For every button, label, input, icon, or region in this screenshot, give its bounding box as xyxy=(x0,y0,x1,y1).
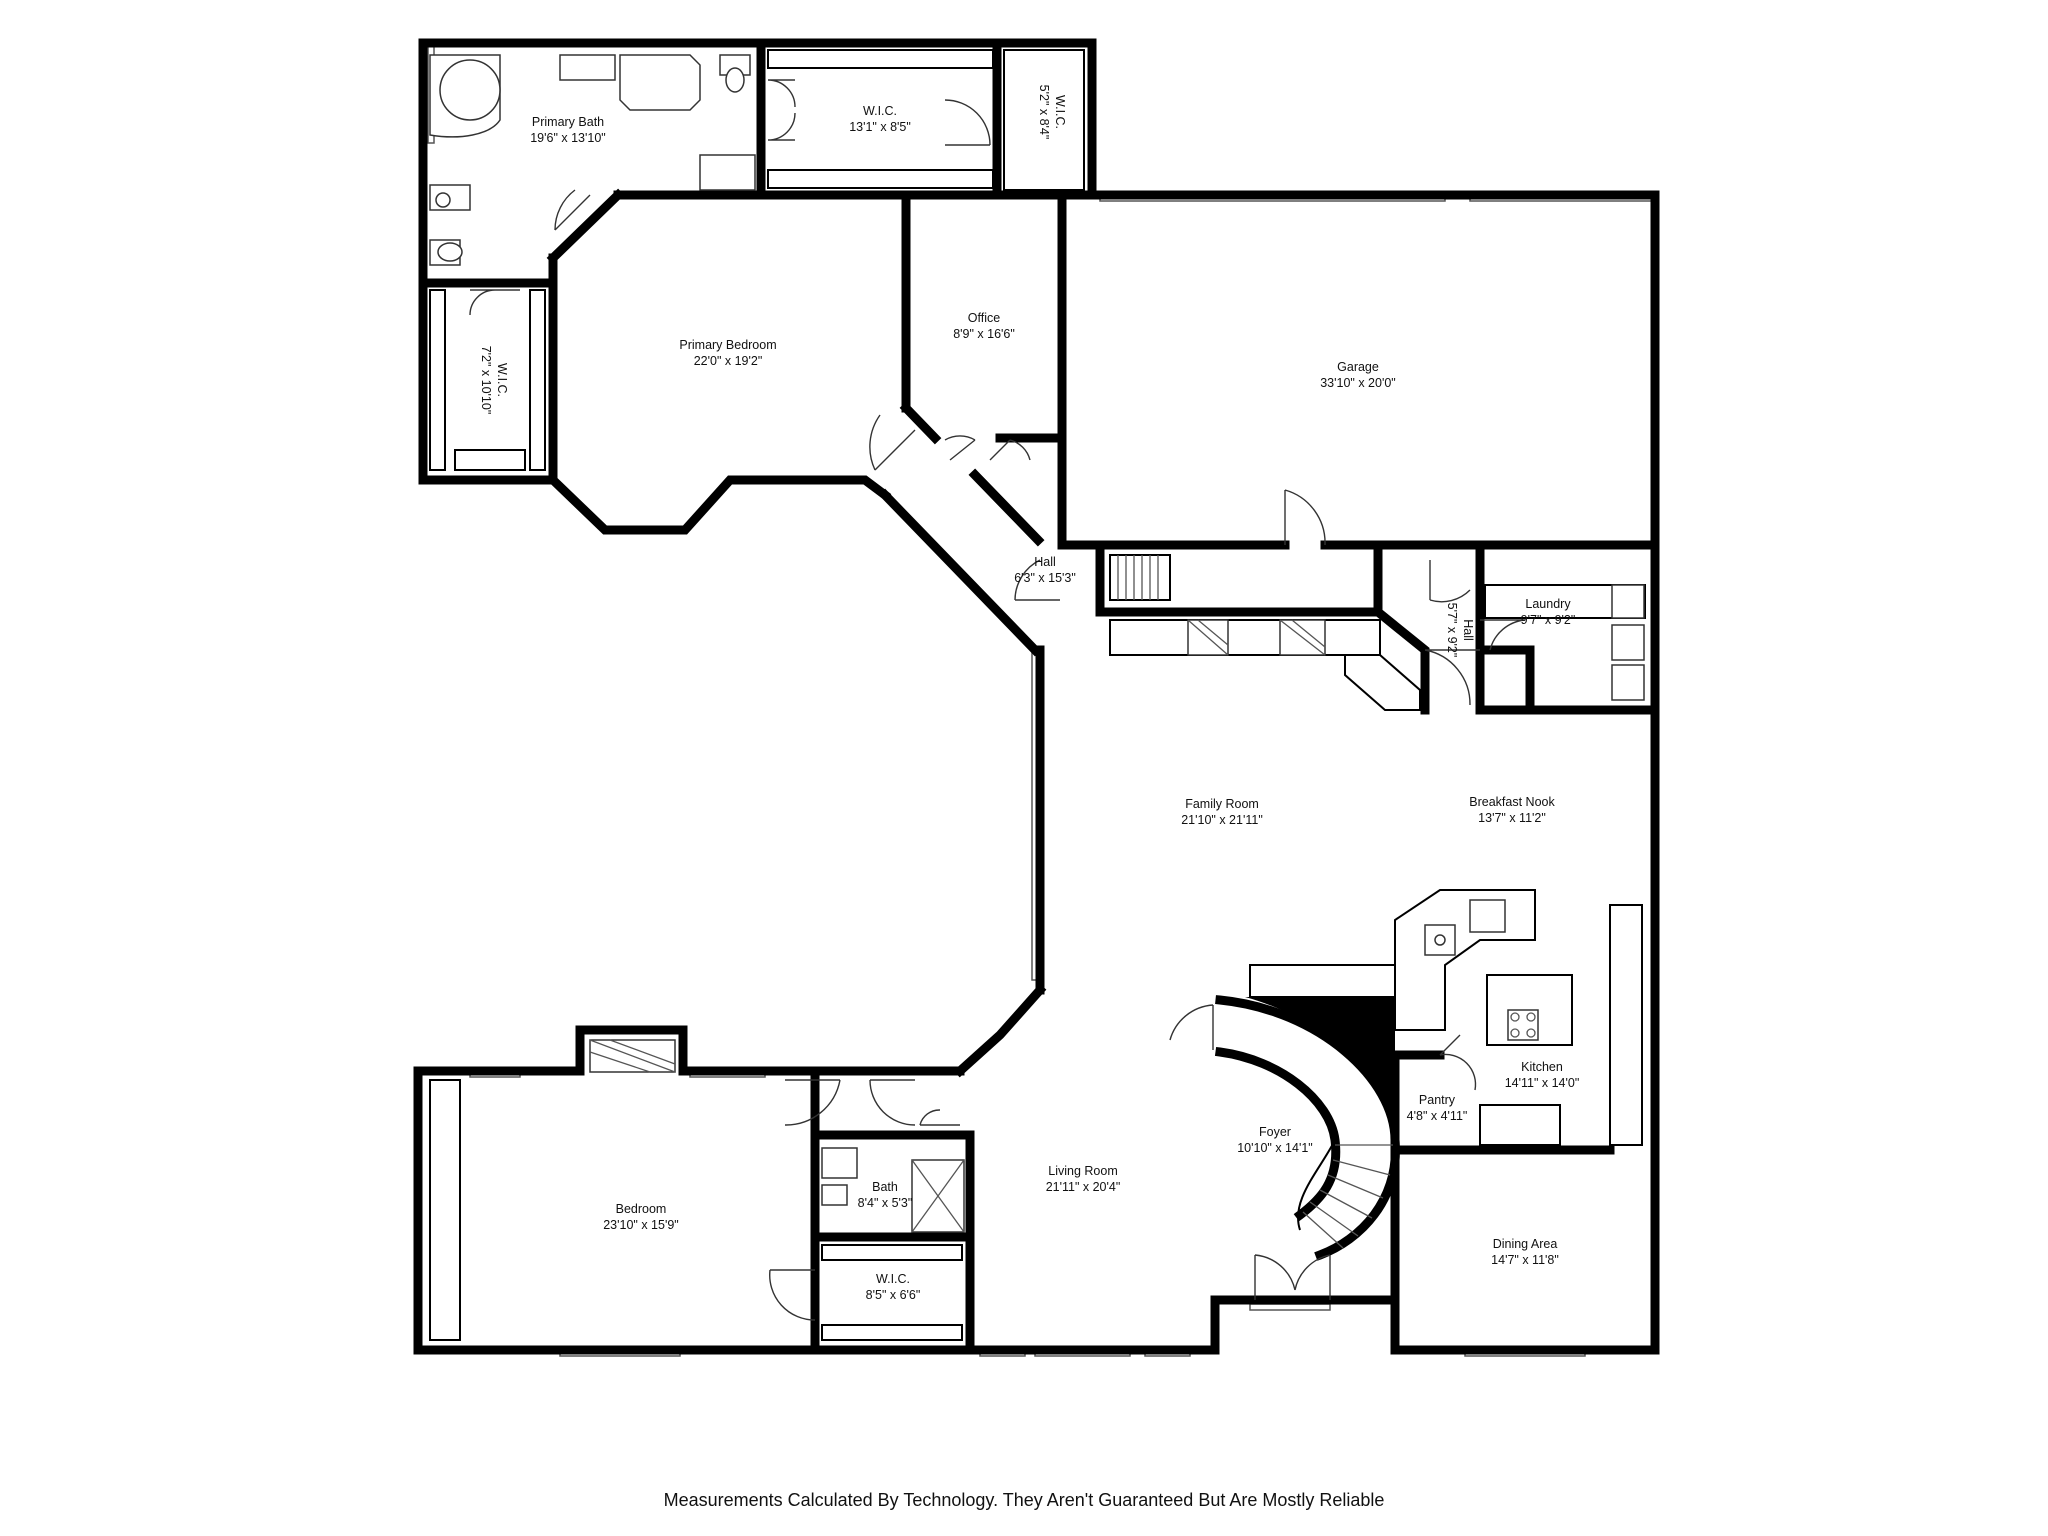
room-size-foyer: 10'10" x 14'1" xyxy=(1237,1141,1313,1155)
room-size-kitchen: 14'11" x 14'0" xyxy=(1505,1076,1580,1090)
room-size-breakfast-nook: 13'7" x 11'2" xyxy=(1478,811,1546,825)
room-name-office: Office xyxy=(968,311,1000,325)
room-size-laundry: 9'7" x 9'2" xyxy=(1521,613,1576,627)
room-name-bedroom: Bedroom xyxy=(616,1202,667,1216)
upper-stairs xyxy=(1109,554,1421,711)
room-name-hall-small: Hall xyxy=(1461,619,1475,641)
room-name-bath: Bath xyxy=(872,1180,898,1194)
room-size-bedroom: 23'10" x 15'9" xyxy=(603,1218,679,1232)
room-size-hall-small: 5'7" x 9'2" xyxy=(1445,603,1459,658)
room-size-family-room: 21'10" x 21'11" xyxy=(1181,813,1263,827)
room-size-wic-upper: 13'1" x 8'5" xyxy=(849,120,911,134)
room-size-pantry: 4'8" x 4'11" xyxy=(1407,1109,1468,1123)
room-size-primary-bedroom: 22'0" x 19'2" xyxy=(694,354,763,368)
room-name-hall-upper: Hall xyxy=(1034,555,1056,569)
room-name-wic-lower: W.I.C. xyxy=(876,1272,910,1286)
room-name-wic-left: W.I.C. xyxy=(495,363,509,397)
room-size-office: 8'9" x 16'6" xyxy=(953,327,1015,341)
room-size-wic-lower: 8'5" x 6'6" xyxy=(866,1288,921,1302)
room-name-dining-area: Dining Area xyxy=(1493,1237,1558,1251)
room-name-foyer: Foyer xyxy=(1259,1125,1291,1139)
walls xyxy=(413,38,1660,1355)
room-labels: Primary Bath 19'6" x 13'10" W.I.C. 13'1"… xyxy=(479,85,1579,1302)
doors xyxy=(469,79,1526,1321)
room-name-family-room: Family Room xyxy=(1185,797,1259,811)
room-name-wic-upper: W.I.C. xyxy=(863,104,897,118)
room-name-living-room: Living Room xyxy=(1048,1164,1117,1178)
room-size-garage: 33'10" x 20'0" xyxy=(1320,376,1396,390)
room-name-wic-small: W.I.C. xyxy=(1053,95,1067,129)
room-name-pantry: Pantry xyxy=(1419,1093,1456,1107)
room-name-primary-bedroom: Primary Bedroom xyxy=(679,338,776,352)
room-size-wic-left: 7'2" x 10'10" xyxy=(479,346,493,415)
room-name-kitchen: Kitchen xyxy=(1521,1060,1563,1074)
room-size-wic-small: 5'2" x 8'4" xyxy=(1037,85,1051,140)
room-name-laundry: Laundry xyxy=(1525,597,1571,611)
room-size-dining-area: 14'7" x 11'8" xyxy=(1491,1253,1559,1267)
room-size-bath: 8'4" x 5'3" xyxy=(858,1196,913,1210)
room-size-living-room: 21'11" x 20'4" xyxy=(1046,1180,1121,1194)
fixtures xyxy=(429,49,1646,1341)
room-size-hall-upper: 6'3" x 15'3" xyxy=(1014,571,1076,585)
room-name-primary-bath: Primary Bath xyxy=(532,115,604,129)
room-name-garage: Garage xyxy=(1337,360,1379,374)
room-size-primary-bath: 19'6" x 13'10" xyxy=(530,131,606,145)
measurement-disclaimer: Measurements Calculated By Technology. T… xyxy=(663,1490,1385,1510)
curved-staircase xyxy=(1214,995,1400,1261)
room-name-breakfast-nook: Breakfast Nook xyxy=(1469,795,1555,809)
